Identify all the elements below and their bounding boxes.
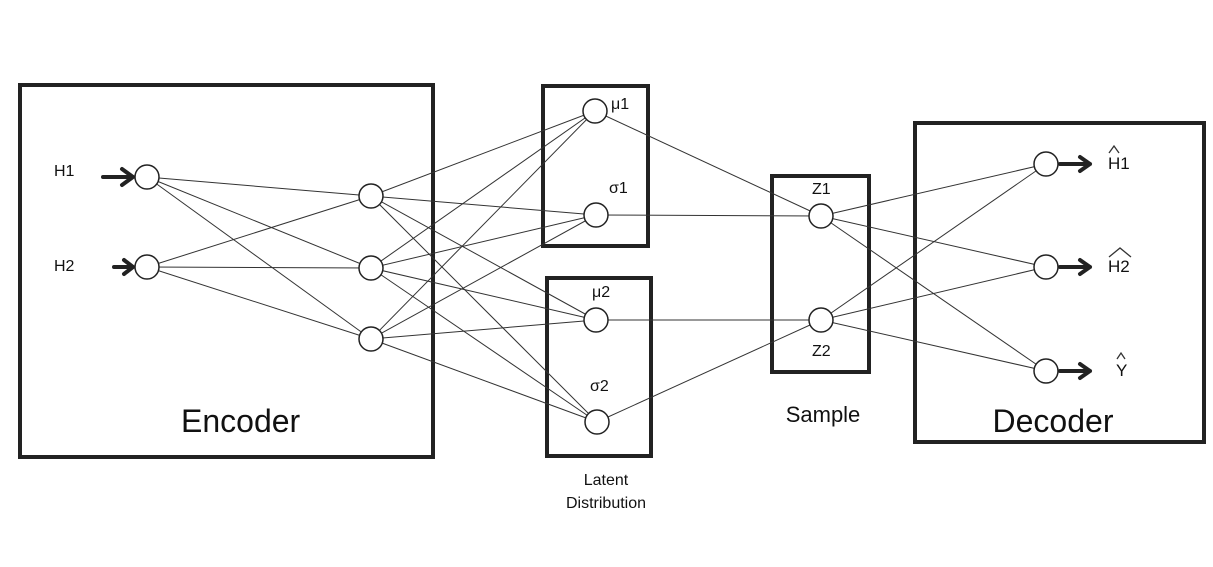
output-arrow-h2: [1058, 258, 1092, 276]
output-hat-h2: [1108, 247, 1132, 258]
sample-label-z1: Z1: [812, 181, 831, 198]
hidden-node-3: [358, 326, 384, 352]
latent-box-1: [541, 84, 650, 248]
encoder-title: Encoder: [181, 403, 301, 439]
sample-title: Sample: [786, 402, 861, 427]
output-hat-h1: [1108, 144, 1120, 154]
latent-label-sigma2: σ2: [590, 378, 609, 395]
output-node-h2: [1033, 254, 1059, 280]
decoder-box: [913, 121, 1206, 444]
edges-sample-output: [820, 163, 1047, 372]
edges-latent-sample: [594, 110, 822, 423]
latent-node-sigma1: [583, 202, 609, 228]
sample-label-z2: Z2: [812, 343, 831, 360]
hidden-node-2: [358, 255, 384, 281]
sample-box: [770, 174, 871, 374]
edges-hidden-latent: [370, 110, 598, 423]
edges-input-hidden: [146, 176, 372, 340]
latent-node-sigma2: [584, 409, 610, 435]
encoder-box: [18, 83, 435, 459]
decoder-title: Decoder: [993, 403, 1114, 439]
latent-box-2: [545, 276, 653, 458]
latent-label-mu2: μ2: [592, 284, 610, 301]
output-label-h1: H1: [1108, 154, 1130, 173]
output-label-h2: H2: [1108, 257, 1130, 276]
output-arrow-y: [1058, 362, 1092, 380]
output-node-h1: [1033, 151, 1059, 177]
hidden-node-1: [358, 183, 384, 209]
input-label-h2: H2: [54, 258, 75, 275]
output-label-y: Y: [1116, 361, 1127, 380]
latent-node-mu1: [582, 98, 608, 124]
latent-label-mu1: μ1: [611, 96, 629, 113]
input-node-h2: [134, 254, 160, 280]
sample-node-z2: [808, 307, 834, 333]
output-arrow-h1: [1058, 155, 1092, 173]
input-arrow-h2: [112, 258, 135, 276]
input-node-h1: [134, 164, 160, 190]
latent-label-sigma1: σ1: [609, 180, 628, 197]
input-label-h1: H1: [54, 163, 75, 180]
output-node-y: [1033, 358, 1059, 384]
sample-node-z1: [808, 203, 834, 229]
latent-node-mu2: [583, 307, 609, 333]
latent-caption-line2: Distribution: [566, 495, 646, 512]
latent-caption-line1: Latent: [584, 472, 629, 489]
input-arrow-h1: [101, 167, 135, 187]
output-hat-y: [1116, 351, 1126, 360]
